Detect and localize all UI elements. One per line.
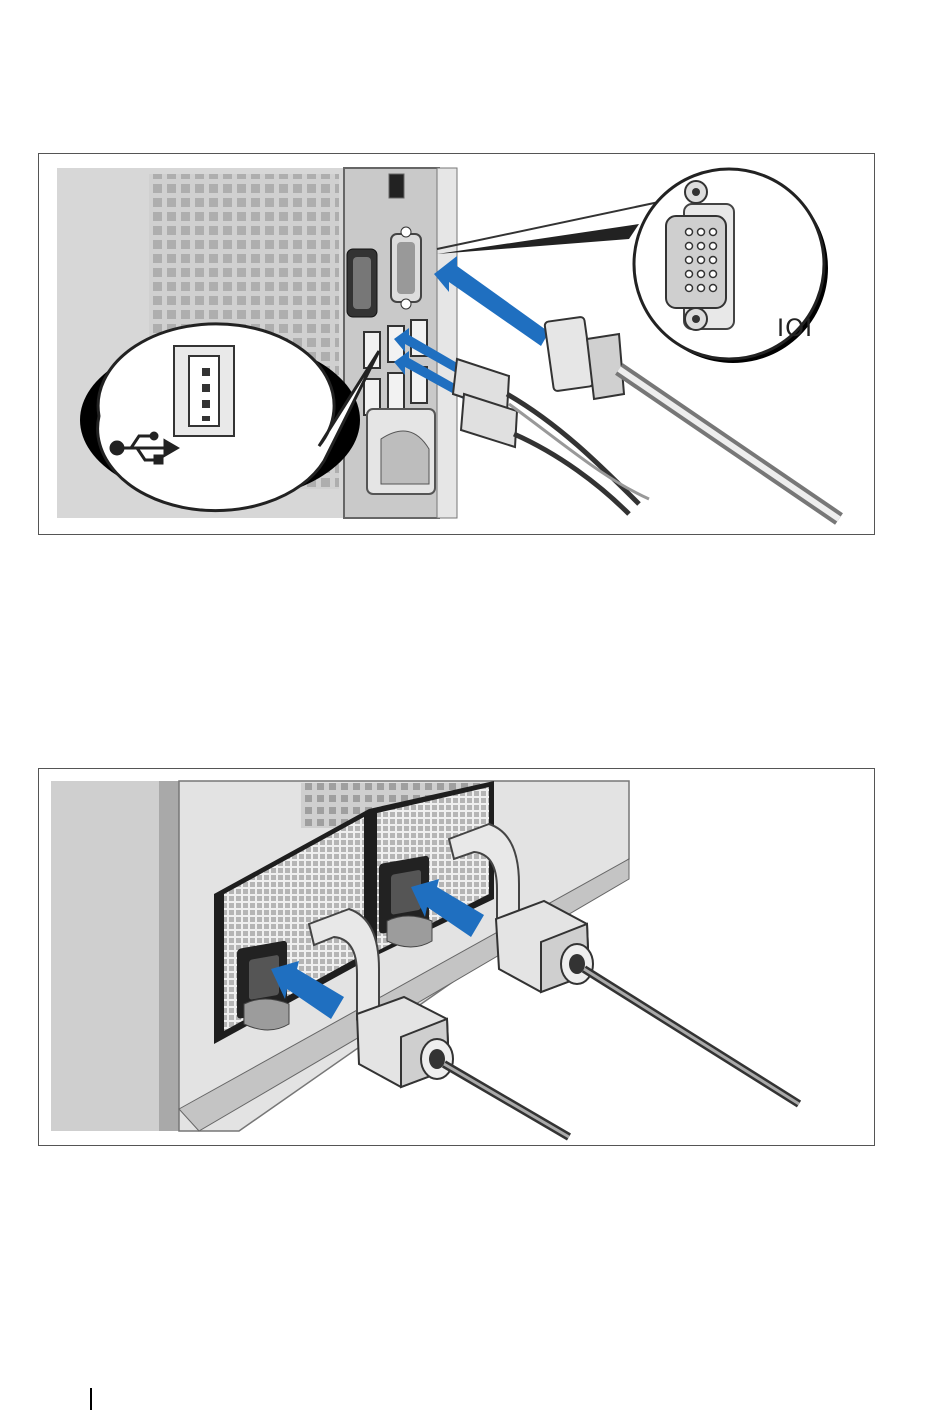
usb-plug-2 [461, 394, 517, 447]
chassis-left [51, 781, 171, 1131]
vga-port [391, 227, 421, 309]
chassis-side [159, 781, 179, 1131]
figure-power-cables [38, 768, 875, 1146]
power-plug-1 [357, 997, 453, 1087]
power-plug-2 [496, 901, 593, 992]
power-inlet [367, 409, 435, 494]
vga-plug [544, 317, 624, 399]
latch [389, 174, 404, 198]
serial-port [347, 249, 377, 317]
page-margin-rule [90, 1388, 92, 1410]
chassis-edge [437, 168, 457, 518]
figure-keyboard-mouse-monitor: IOI [38, 153, 875, 535]
usb-cable-1 [507, 394, 639, 504]
vga-symbol: IOI [777, 314, 813, 342]
connector-illustration [39, 154, 876, 536]
power-illustration [39, 769, 876, 1147]
